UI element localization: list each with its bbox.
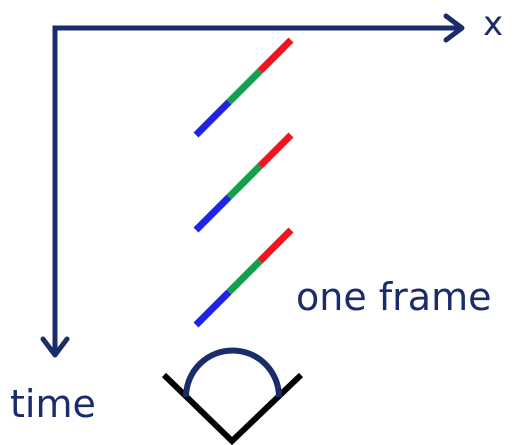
time-axis-arrowhead xyxy=(40,336,70,358)
frame-3-green-segment xyxy=(226,258,263,295)
frame-3 xyxy=(193,227,294,328)
frame-1-green-segment xyxy=(226,68,263,105)
frame-1-blue-segment xyxy=(193,99,232,138)
frame-label: one frame xyxy=(296,275,491,319)
frame-3-blue-segment xyxy=(193,289,232,328)
x-axis-arrowhead xyxy=(443,13,465,43)
time-axis-label: time xyxy=(10,382,96,426)
frame-2-blue-segment xyxy=(193,194,232,233)
frame-2 xyxy=(193,132,294,233)
frame-1-red-segment xyxy=(257,37,294,74)
eye-icon xyxy=(161,347,304,445)
frames xyxy=(193,37,294,328)
frame-3-red-segment xyxy=(257,227,294,264)
x-axis-label: x xyxy=(483,4,503,44)
eye-iris-arc xyxy=(183,347,282,398)
frame-2-green-segment xyxy=(226,163,263,200)
axes: x time xyxy=(10,4,503,426)
frame-2-red-segment xyxy=(257,132,294,169)
frame-1 xyxy=(193,37,294,138)
